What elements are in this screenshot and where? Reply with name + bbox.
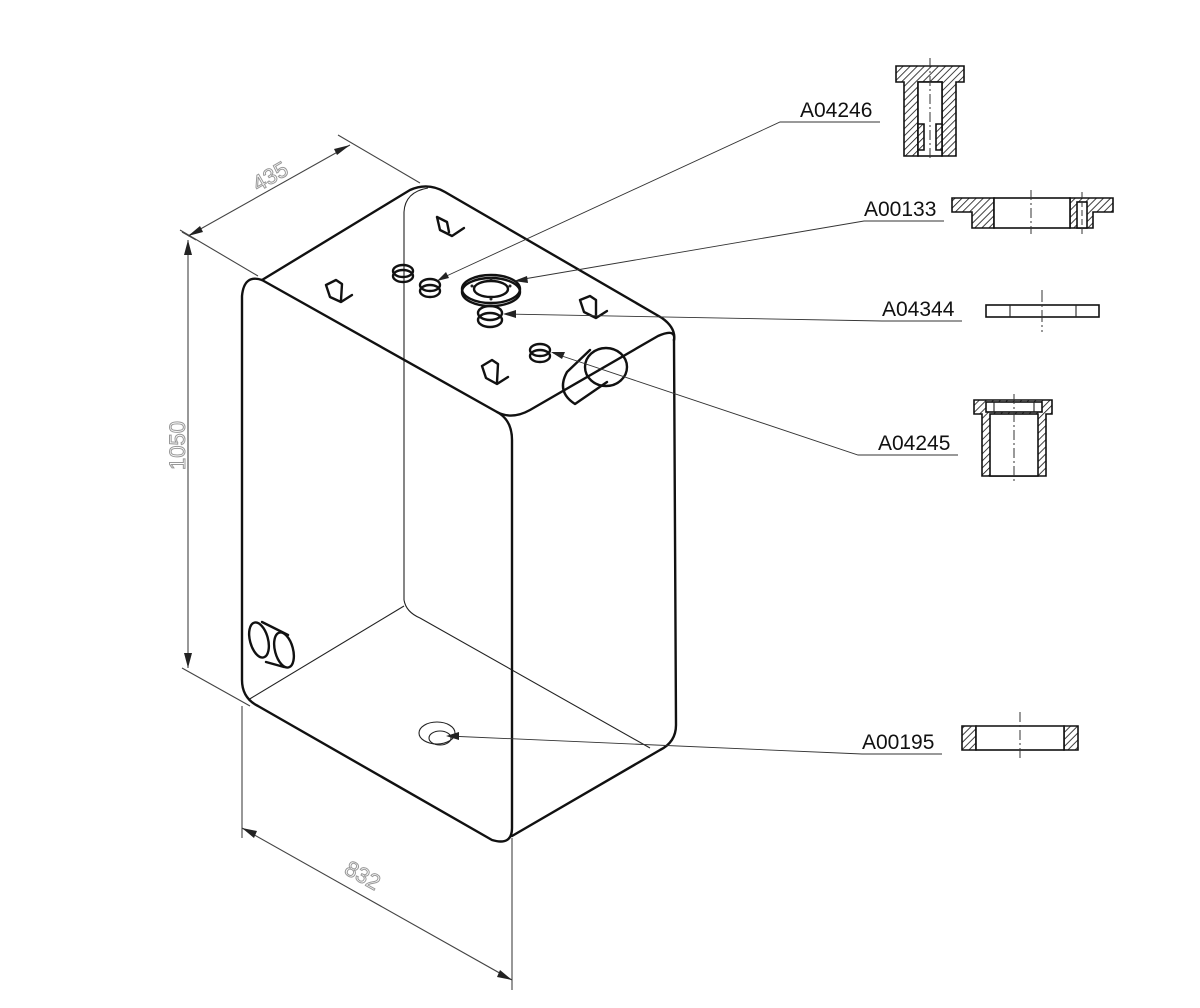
flange-ring [460,273,522,308]
tank-hidden-edges [247,187,651,749]
dimension-height: 1050 [165,231,251,707]
leader-a04246: A04246 [437,99,880,281]
label-a04246: A04246 [800,99,872,122]
section-a04245 [973,394,1053,484]
section-a04246 [895,58,965,160]
boss-3 [476,304,504,329]
pipe-stub [561,346,629,406]
dimension-height-text: 1050 [165,421,190,470]
side-outlet [247,620,296,669]
dimension-width: 832 [241,706,513,990]
section-a00133 [951,190,1114,234]
section-a04344 [985,290,1100,332]
lug-4 [480,358,510,386]
leader-a00195: A00195 [446,731,942,755]
dimension-depth-text: 435 [248,156,292,196]
section-a00195 [961,712,1079,760]
lug-3 [578,294,609,320]
boss-2 [418,277,442,299]
leader-a04344: A04344 [503,298,962,322]
drain-boss [418,721,456,746]
lug-2 [324,278,354,304]
label-a04344: A04344 [882,298,955,321]
dimension-width-text: 832 [341,856,385,896]
label-a04245: A04245 [878,432,950,455]
lug-1 [435,215,466,238]
leader-a00133: A00133 [514,198,944,283]
tank-body [240,185,678,843]
tank-right-face [510,338,678,838]
tank-front-face [240,277,514,843]
leader-a04245: A04245 [551,352,958,456]
label-a00195: A00195 [862,731,934,754]
label-a00133: A00133 [864,198,936,221]
boss-4 [528,342,552,364]
boss-1 [391,263,415,284]
top-fittings [324,215,629,406]
tank-top-face [260,185,676,342]
